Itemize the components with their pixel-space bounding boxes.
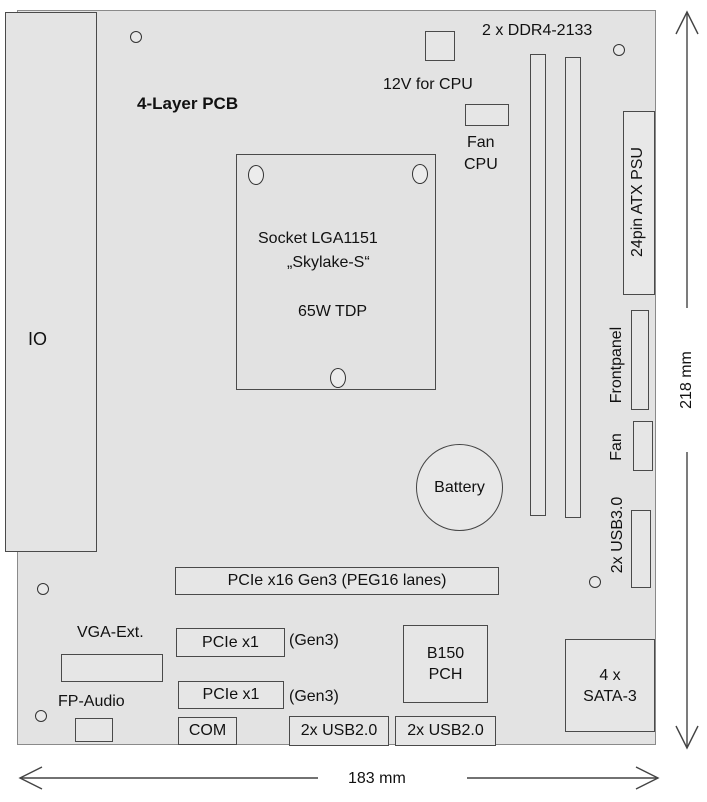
- cpu-power-label: 12V for CPU: [383, 76, 473, 93]
- width-arrowhead-left: [18, 766, 43, 790]
- socket-mount-hole-top-right: [412, 164, 428, 184]
- mounting-hole-mid-left: [37, 583, 49, 595]
- ddr4-slot-1: [530, 54, 546, 516]
- pch-label-line2: PCH: [428, 666, 463, 683]
- com-header: COM: [178, 717, 237, 745]
- cpu-socket: [236, 154, 436, 390]
- battery-label: Battery: [434, 478, 485, 496]
- fp-audio-label: FP-Audio: [58, 693, 125, 710]
- frontpanel-header: [631, 310, 649, 410]
- io-label: IO: [28, 329, 48, 349]
- width-dimension-label: 183 mm: [348, 770, 406, 787]
- mounting-hole-top-right: [613, 44, 625, 56]
- pch-label-line1: B150: [426, 645, 465, 662]
- mounting-hole-mid-right: [589, 576, 601, 588]
- usb2-header-1-label: 2x USB2.0: [300, 722, 378, 739]
- pcie-x16-slot: PCIe x16 Gen3 (PEG16 lanes): [175, 567, 499, 595]
- vga-header: [61, 654, 163, 682]
- pch-chip: B150 PCH: [403, 625, 488, 703]
- cpu-fan-label-line2: CPU: [464, 156, 498, 173]
- pcie-x1-slot-1-label: PCIe x1: [202, 633, 259, 651]
- usb2-header-1: 2x USB2.0: [289, 716, 389, 746]
- mounting-hole-top-left: [130, 31, 142, 43]
- pcie-x1-slot-2-label: PCIe x1: [202, 686, 260, 703]
- sata-label-line1: 4 x: [599, 666, 621, 684]
- height-arrowhead-top: [675, 10, 699, 35]
- com-label: COM: [188, 722, 227, 739]
- cpu-12v-connector: [425, 31, 455, 61]
- pcie-x1-slot-1: PCIe x1: [176, 628, 285, 657]
- cmos-battery: Battery: [416, 444, 503, 531]
- socket-codename-label: „Skylake-S“: [287, 254, 370, 271]
- atx-power-connector: [623, 111, 655, 295]
- fp-audio-header: [75, 718, 113, 742]
- width-arrowhead-right: [635, 766, 660, 790]
- socket-mount-hole-top-left: [248, 165, 264, 185]
- sata-label-line2: SATA-3: [583, 687, 637, 705]
- usb2-header-2-label: 2x USB2.0: [407, 722, 484, 739]
- socket-type-label: Socket LGA1151: [258, 230, 378, 247]
- pcie-x16-label: PCIe x16 Gen3 (PEG16 lanes): [227, 572, 447, 589]
- ddr4-slot-2: [565, 57, 581, 518]
- mounting-hole-bottom-left: [35, 710, 47, 722]
- usb2-header-2: 2x USB2.0: [395, 716, 496, 746]
- sata-ports: 4 x SATA-3: [565, 639, 655, 732]
- height-arrowhead-bottom: [675, 725, 699, 750]
- cpu-fan-header: [465, 104, 509, 126]
- pcie-x1-slot-1-gen-label: (Gen3): [289, 632, 339, 649]
- socket-mount-hole-bottom: [330, 368, 346, 388]
- usb3-header: [631, 510, 651, 588]
- system-fan-header: [633, 421, 653, 471]
- socket-tdp-label: 65W TDP: [298, 303, 368, 320]
- memory-label: 2 x DDR4-2133: [482, 22, 593, 39]
- cpu-fan-label-line1: Fan: [467, 134, 495, 151]
- pcie-x1-slot-2-gen-label: (Gen3): [289, 688, 339, 705]
- io-panel: [5, 12, 97, 552]
- height-dimension-label: 218 mm: [678, 351, 695, 409]
- pcb-layer-label: 4-Layer PCB: [137, 94, 239, 113]
- pcie-x1-slot-2: PCIe x1: [178, 681, 284, 709]
- vga-label: VGA-Ext.: [77, 624, 144, 641]
